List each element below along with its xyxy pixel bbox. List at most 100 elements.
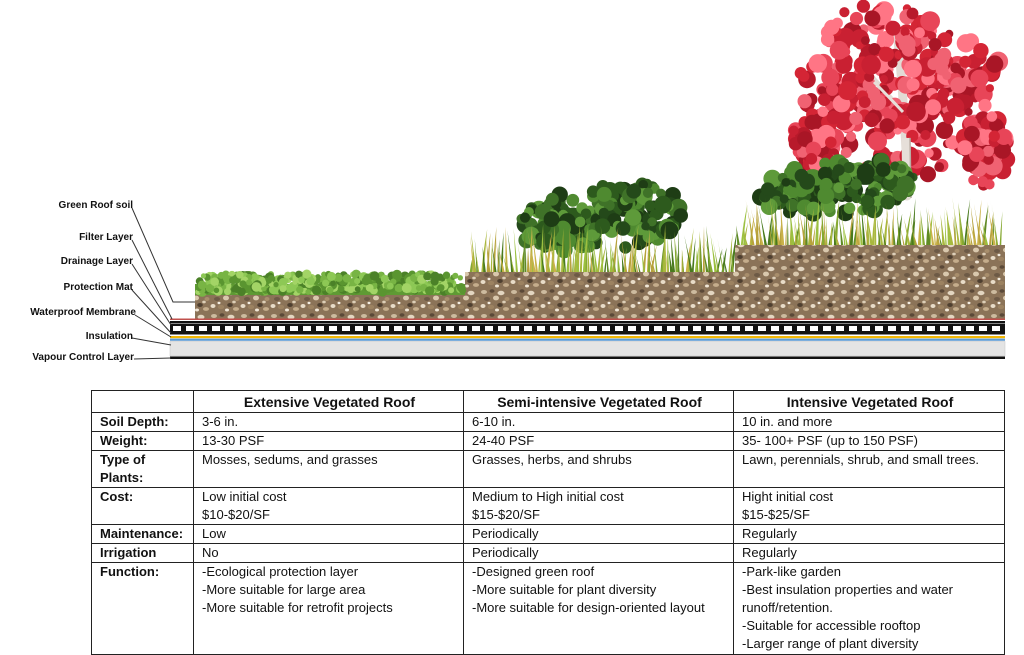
cell-line: Periodically xyxy=(472,545,539,560)
leader-line-vapour xyxy=(133,357,172,360)
cell-soil-depth-intensive: 10 in. and more xyxy=(733,412,1005,432)
table-row: Type of Plants: Mosses, sedums, and gras… xyxy=(91,450,1005,488)
table-row: Maintenance: Low Periodically Regularly xyxy=(91,524,1005,544)
cell-weight-extensive: 13-30 PSF xyxy=(193,431,464,451)
cell-line: 3-6 in. xyxy=(202,414,239,429)
row-label-soil-depth: Soil Depth: xyxy=(91,412,194,432)
cell-maintenance-extensive: Low xyxy=(193,524,464,544)
cell-irrigation-semi: Periodically xyxy=(463,543,734,563)
cell-line: -More suitable for retrofit projects xyxy=(202,600,393,615)
header-corner xyxy=(91,390,194,413)
cell-line: -More suitable for large area xyxy=(202,582,366,597)
growing-media-soil xyxy=(195,245,1005,319)
cell-line: 10 in. and more xyxy=(742,414,833,429)
red-maple-tree-foliage xyxy=(787,0,1016,191)
row-label-weight: Weight: xyxy=(91,431,194,451)
cell-plants-semi: Grasses, herbs, and shrubs xyxy=(463,450,734,488)
roof-layer-stack xyxy=(169,318,1006,359)
cell-line: Low initial cost xyxy=(202,489,287,504)
leader-line-filter xyxy=(131,239,173,320)
cell-soil-depth-semi: 6-10 in. xyxy=(463,412,734,432)
cell-line: 6-10 in. xyxy=(472,414,516,429)
row-label-irrigation: Irrigation xyxy=(91,543,194,563)
cell-weight-semi: 24-40 PSF xyxy=(463,431,734,451)
cell-line: 24-40 PSF xyxy=(472,433,535,448)
cell-line: -Park-like garden xyxy=(742,564,841,579)
header-semi-intensive: Semi-intensive Vegetated Roof xyxy=(463,390,734,413)
table-row: Weight: 13-30 PSF 24-40 PSF 35- 100+ PSF… xyxy=(91,431,1005,451)
label-vapour-control-layer: Vapour Control Layer xyxy=(32,352,134,363)
cell-line: Lawn, perennials, shrub, and small trees… xyxy=(742,452,980,467)
cell-line: -Best insulation properties and water ru… xyxy=(742,582,954,615)
cell-line: $15-$25/SF xyxy=(742,507,810,522)
label-drainage-layer: Drainage Layer xyxy=(60,256,133,267)
header-row: Extensive Vegetated Roof Semi-intensive … xyxy=(91,390,1005,413)
semi-intensive-soil xyxy=(465,272,735,319)
leader-line-soil xyxy=(131,207,195,303)
cell-line: Medium to High initial cost xyxy=(472,489,624,504)
cell-line: Mosses, sedums, and grasses xyxy=(202,452,378,467)
intensive-roof-shrub xyxy=(752,152,918,222)
cell-plants-extensive: Mosses, sedums, and grasses xyxy=(193,450,464,488)
cell-irrigation-intensive: Regularly xyxy=(733,543,1005,563)
filter-layer xyxy=(170,318,1005,320)
cell-cost-semi: Medium to High initial cost $15-$20/SF xyxy=(463,487,734,525)
table-row: Soil Depth: 3-6 in. 6-10 in. 10 in. and … xyxy=(91,412,1005,432)
cell-weight-intensive: 35- 100+ PSF (up to 150 PSF) xyxy=(733,431,1005,451)
cell-function-intensive: -Park-like garden -Best insulation prope… xyxy=(733,562,1005,655)
cell-function-extensive: -Ecological protection layer -More suita… xyxy=(193,562,464,655)
label-protection-mat: Protection Mat xyxy=(63,282,133,293)
label-insulation: Insulation xyxy=(85,331,133,342)
leader-lines xyxy=(131,207,195,360)
header-extensive: Extensive Vegetated Roof xyxy=(193,390,464,413)
cell-line: $10-$20/SF xyxy=(202,507,270,522)
cell-function-semi: -Designed green roof -More suitable for … xyxy=(463,562,734,655)
vapour-control-layer xyxy=(170,356,1005,359)
cell-line: Regularly xyxy=(742,526,797,541)
label-filter-layer: Filter Layer xyxy=(79,232,133,243)
green-roof-section-diagram xyxy=(131,0,1016,360)
cell-line: -Larger range of plant diversity xyxy=(742,636,919,651)
leader-line-protection xyxy=(131,289,172,334)
cell-line: -Ecological protection layer xyxy=(202,564,359,579)
table-row: Irrigation No Periodically Regularly xyxy=(91,543,1005,563)
header-intensive: Intensive Vegetated Roof xyxy=(733,390,1005,413)
cell-cost-intensive: Hight initial cost $15-$25/SF xyxy=(733,487,1005,525)
drainage-layer-top xyxy=(170,321,1005,324)
cell-line: Periodically xyxy=(472,526,539,541)
cell-line: Low xyxy=(202,526,226,541)
drainage-layer xyxy=(170,324,1005,333)
row-label-function: Function: xyxy=(91,562,194,655)
cell-line: No xyxy=(202,545,219,560)
semi-intensive-roof-grass xyxy=(469,224,737,276)
leader-line-insulation xyxy=(131,337,172,346)
cell-cost-extensive: Low initial cost $10-$20/SF xyxy=(193,487,464,525)
leader-line-membrane xyxy=(134,314,172,338)
cell-line: Hight initial cost xyxy=(742,489,834,504)
label-green-roof-soil: Green Roof soil xyxy=(58,200,133,211)
waterproof-membrane xyxy=(170,336,1005,339)
table-row: Cost: Low initial cost $10-$20/SF Medium… xyxy=(91,487,1005,525)
cell-line: -More suitable for design-oriented layou… xyxy=(472,600,705,615)
cell-line: -Designed green roof xyxy=(472,564,595,579)
label-waterproof-membrane: Waterproof Membrane xyxy=(30,307,136,318)
cell-line: Regularly xyxy=(742,545,797,560)
waterproof-membrane-lower xyxy=(170,338,1005,341)
cell-line: 35- 100+ PSF (up to 150 PSF) xyxy=(742,433,918,448)
row-label-cost: Cost: xyxy=(91,487,194,525)
row-label-maintenance: Maintenance: xyxy=(91,524,194,544)
intensive-soil xyxy=(735,245,1005,319)
cell-line: -Suitable for accessible rooftop xyxy=(742,618,921,633)
row-label-type-of-plants: Type of Plants: xyxy=(91,450,194,488)
cell-line: $15-$20/SF xyxy=(472,507,540,522)
insulation-layer xyxy=(169,341,1006,357)
cell-line: 13-30 PSF xyxy=(202,433,265,448)
extensive-soil xyxy=(195,293,465,319)
cell-line: -More suitable for plant diversity xyxy=(472,582,657,597)
leader-line-drainage xyxy=(131,263,172,326)
cell-line: Grasses, herbs, and shrubs xyxy=(472,452,632,467)
roof-comparison-table: Extensive Vegetated Roof Semi-intensive … xyxy=(91,390,1005,655)
cell-plants-intensive: Lawn, perennials, shrub, and small trees… xyxy=(733,450,1005,488)
protection-mat xyxy=(170,333,1005,335)
table-row: Function: -Ecological protection layer -… xyxy=(91,562,1005,655)
